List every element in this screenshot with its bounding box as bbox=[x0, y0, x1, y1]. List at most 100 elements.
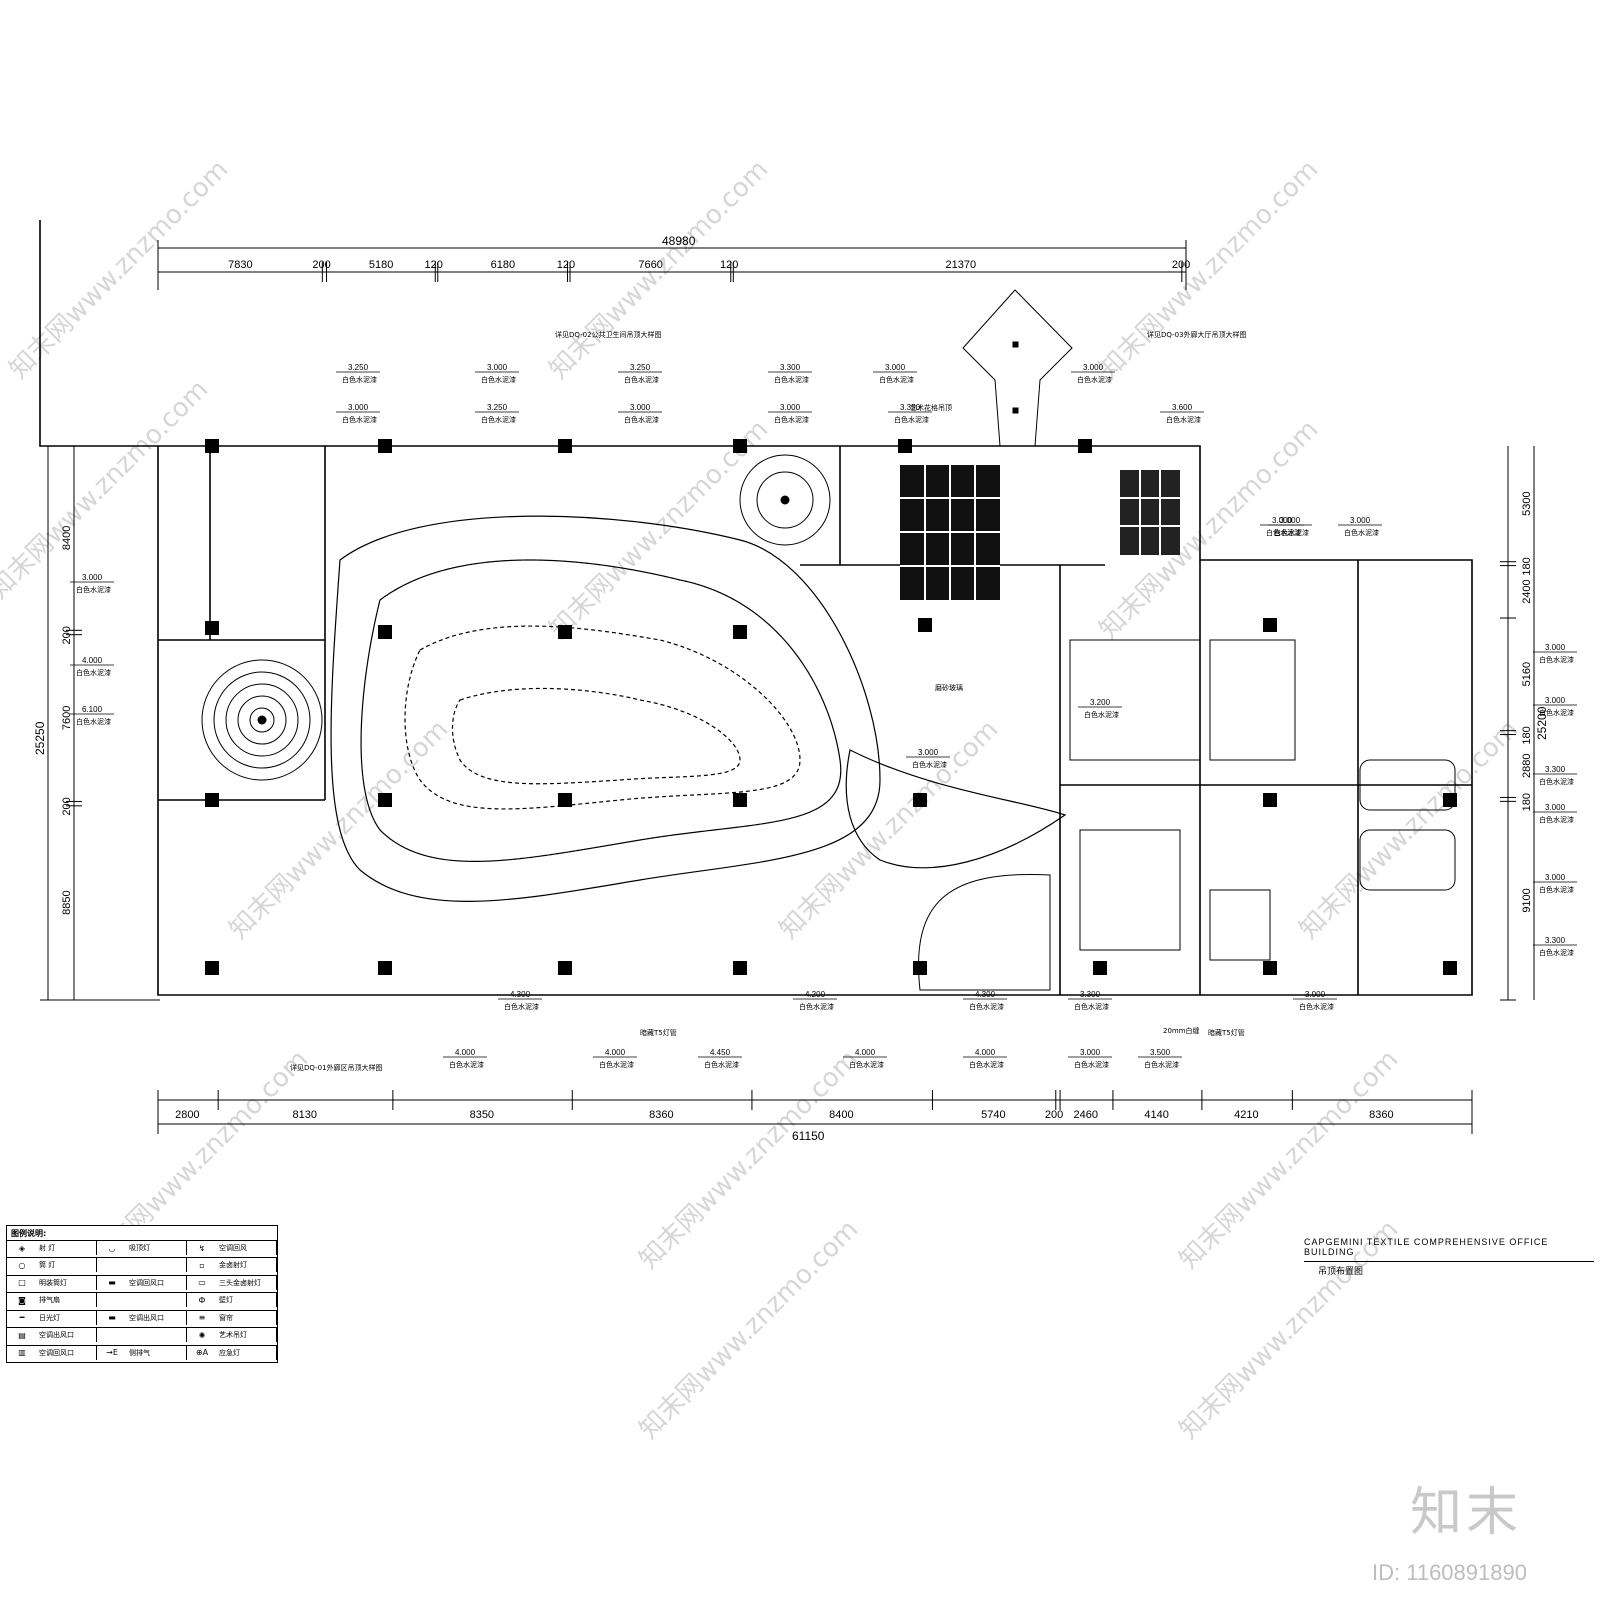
legend-label: 空调出风口 bbox=[39, 1331, 74, 1340]
legend-symbol-icon: ▫ bbox=[199, 1260, 205, 1270]
t5-note: 暗藏T5灯管 bbox=[640, 1028, 677, 1037]
level-value: 3.000 bbox=[1272, 516, 1293, 525]
legend-symbol-icon: →E bbox=[106, 1348, 118, 1358]
right-rooms bbox=[918, 639, 1456, 991]
left-dim-seg: 7600 bbox=[61, 706, 73, 730]
drawing-title-cn: 吊顶布置图 bbox=[1318, 1266, 1364, 1276]
level-value: 3.200 bbox=[1090, 698, 1111, 707]
column bbox=[205, 439, 219, 453]
legend-item: □ 明装筒灯 bbox=[7, 1274, 97, 1290]
finish-label: 白色水泥漆 bbox=[1539, 655, 1574, 664]
legend-label: 侧排气 bbox=[129, 1348, 150, 1357]
watermark-text: 知末网www.znzmo.com bbox=[4, 154, 235, 385]
right-dim-seg: 2880 bbox=[1521, 754, 1533, 778]
finish-label: 白色水泥漆 bbox=[481, 375, 516, 384]
column bbox=[205, 793, 219, 807]
top-total-dim: 48980 bbox=[662, 234, 696, 248]
column bbox=[1263, 961, 1277, 975]
finish-label: 白色水泥漆 bbox=[1166, 415, 1201, 424]
legend-label: 金卤射灯 bbox=[219, 1261, 247, 1270]
right-dim-seg: 2400 bbox=[1521, 579, 1533, 603]
top-dim-seg: 120 bbox=[425, 259, 443, 271]
bottom-dim-seg: 4140 bbox=[1144, 1109, 1168, 1121]
left-dim-seg: 8400 bbox=[61, 526, 73, 550]
finish-label: 白色水泥漆 bbox=[1344, 528, 1379, 537]
finish-label: 白色水泥漆 bbox=[1539, 885, 1574, 894]
finish-label: 白色水泥漆 bbox=[799, 1002, 834, 1011]
finish-label: 白色水泥漆 bbox=[912, 760, 947, 769]
level-value: 4.200 bbox=[805, 990, 826, 999]
finish-label: 白色水泥漆 bbox=[1144, 1060, 1179, 1069]
bottom-total-dim: 61150 bbox=[792, 1129, 825, 1143]
bottom-dim-seg: 5740 bbox=[981, 1109, 1005, 1121]
ceiling-level-tags: 3.250白色水泥漆3.000白色水泥漆3.250白色水泥漆3.000白色水泥漆… bbox=[70, 363, 1577, 1069]
level-value: 3.300 bbox=[1545, 765, 1566, 774]
finish-label: 白色水泥漆 bbox=[76, 668, 111, 677]
left-dim-seg: 8850 bbox=[61, 890, 73, 914]
watermark-text: 知末网www.znzmo.com bbox=[224, 714, 455, 945]
watermark-text: 知末网www.znzmo.com bbox=[0, 374, 214, 605]
legend-symbol-icon: Ф bbox=[198, 1295, 206, 1305]
finish-label: 白色水泥漆 bbox=[481, 415, 516, 424]
column bbox=[913, 961, 927, 975]
level-value: 3.000 bbox=[630, 403, 651, 412]
column bbox=[913, 793, 927, 807]
right-dimension-lines bbox=[1507, 446, 1535, 1000]
gap-note: 20mm白缝 bbox=[1163, 1026, 1200, 1035]
legend-item bbox=[97, 1292, 187, 1308]
level-value: 3.000 bbox=[82, 573, 103, 582]
legend-item: ▥空调回风口 bbox=[7, 1344, 97, 1360]
legend-symbol-icon: ◡ bbox=[108, 1243, 116, 1253]
legend-label: 明装筒灯 bbox=[39, 1278, 67, 1287]
legend-item bbox=[97, 1257, 187, 1273]
legend-title: 图例说明: bbox=[11, 1229, 47, 1238]
level-value: 3.350 bbox=[900, 403, 921, 412]
legend-item: ○筒 灯 bbox=[7, 1257, 97, 1273]
level-value: 4.000 bbox=[455, 1048, 476, 1057]
finish-label: 白色水泥漆 bbox=[1084, 710, 1119, 719]
art-ceiling-note: 艺术花格吊顶 bbox=[910, 403, 952, 412]
bottom-dim-seg: 8360 bbox=[1369, 1109, 1393, 1121]
bottom-dim-seg: 200 bbox=[1045, 1109, 1063, 1121]
detail-ref-dq02: 详见DQ-02公共卫生间吊顶大样图 bbox=[555, 330, 662, 339]
column bbox=[558, 439, 572, 453]
legend-item: ━日光灯 bbox=[7, 1309, 97, 1325]
top-dim-seg: 6180 bbox=[491, 259, 515, 271]
finish-label: 白色水泥漆 bbox=[1074, 1060, 1109, 1069]
legend-label: 三头金卤射灯 bbox=[219, 1278, 261, 1287]
column bbox=[1093, 961, 1107, 975]
finish-label: 白色水泥漆 bbox=[894, 415, 929, 424]
level-value: 3.300 bbox=[780, 363, 801, 372]
level-value: 3.000 bbox=[885, 363, 906, 372]
top-dim-seg: 5180 bbox=[369, 259, 393, 271]
legend-symbol-icon: ◈ bbox=[18, 1243, 26, 1253]
building-outline bbox=[39, 220, 1473, 996]
top-dim-seg: 120 bbox=[720, 259, 738, 271]
level-value: 3.000 bbox=[1350, 516, 1371, 525]
glass-note: 磨砂玻璃 bbox=[935, 683, 963, 692]
level-value: 4.000 bbox=[605, 1048, 626, 1057]
entrance-canopy bbox=[962, 289, 1073, 447]
column bbox=[378, 961, 392, 975]
legend-item: ◡吸顶灯 bbox=[97, 1240, 187, 1255]
level-value: 4.000 bbox=[82, 656, 103, 665]
finish-label: 白色水泥漆 bbox=[1539, 948, 1574, 957]
legend-label: 筒 灯 bbox=[39, 1261, 56, 1270]
column bbox=[1443, 961, 1457, 975]
bottom-dim-seg: 8400 bbox=[829, 1109, 853, 1121]
legend-label: 日光灯 bbox=[39, 1313, 60, 1322]
legend-symbol-icon: ≡ bbox=[198, 1313, 206, 1323]
legend-item bbox=[97, 1327, 187, 1343]
art-lattice-ceiling bbox=[900, 465, 1180, 600]
round-lamp bbox=[739, 454, 831, 546]
legend-symbol-icon: □ bbox=[18, 1278, 26, 1288]
right-dim-seg: 180 bbox=[1521, 557, 1533, 575]
level-value: 3.000 bbox=[1545, 643, 1566, 652]
left-dim-seg: 200 bbox=[61, 626, 73, 644]
top-dim-seg: 21370 bbox=[946, 259, 977, 271]
column bbox=[733, 439, 747, 453]
column bbox=[558, 625, 572, 639]
legend-item: →E 侧排气 bbox=[97, 1344, 187, 1360]
